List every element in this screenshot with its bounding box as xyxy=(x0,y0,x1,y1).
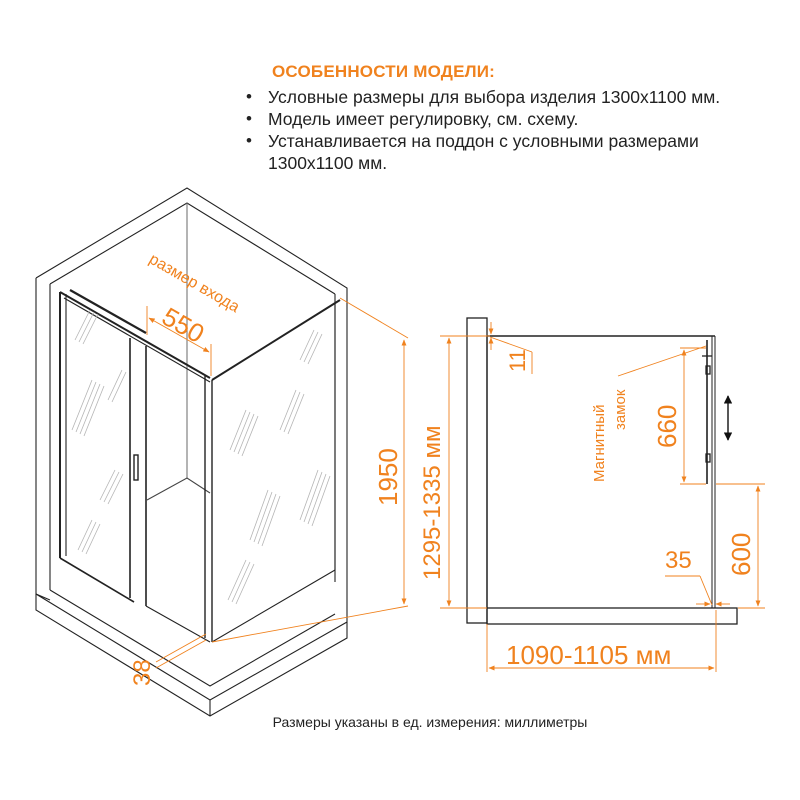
iso-dimensions xyxy=(146,297,409,669)
feature-item: Модель имеет регулировку, см. схему. xyxy=(246,108,786,130)
magnet-label-line1: Магнитный xyxy=(591,405,608,482)
magnet-label-line2: замок xyxy=(612,389,629,430)
tray-offset-value: 38 xyxy=(129,659,156,686)
entrance-label: размер входа xyxy=(146,251,242,316)
feature-item: Условные размеры для выбора изделия 1300… xyxy=(246,86,786,108)
height-value: 1950 xyxy=(373,448,403,506)
side-dimensions xyxy=(440,322,765,672)
entrance-width-value: 550 xyxy=(157,301,210,349)
isometric-view xyxy=(35,187,348,717)
feature-item: Устанавливается на поддон с условными ра… xyxy=(246,130,786,174)
features-title: ОСОБЕННОСТИ МОДЕЛИ: xyxy=(272,62,496,81)
total-height-value: 1295-1335 мм xyxy=(419,426,446,580)
bottom-offset-value: 35 xyxy=(665,547,692,574)
glass-reflection-marks xyxy=(71,309,331,605)
model-features: ОСОБЕННОСТИ МОДЕЛИ: Условные размеры для… xyxy=(246,62,786,174)
lock-height-value: 660 xyxy=(652,405,682,448)
features-list: Условные размеры для выбора изделия 1300… xyxy=(246,86,786,174)
side-view xyxy=(466,317,738,625)
lower-height-value: 600 xyxy=(726,533,756,576)
units-footnote: Размеры указаны в ед. измерения: миллиме… xyxy=(272,714,588,730)
width-range-value: 1090-1105 мм xyxy=(506,640,671,670)
top-offset-value: 11 xyxy=(505,349,530,372)
